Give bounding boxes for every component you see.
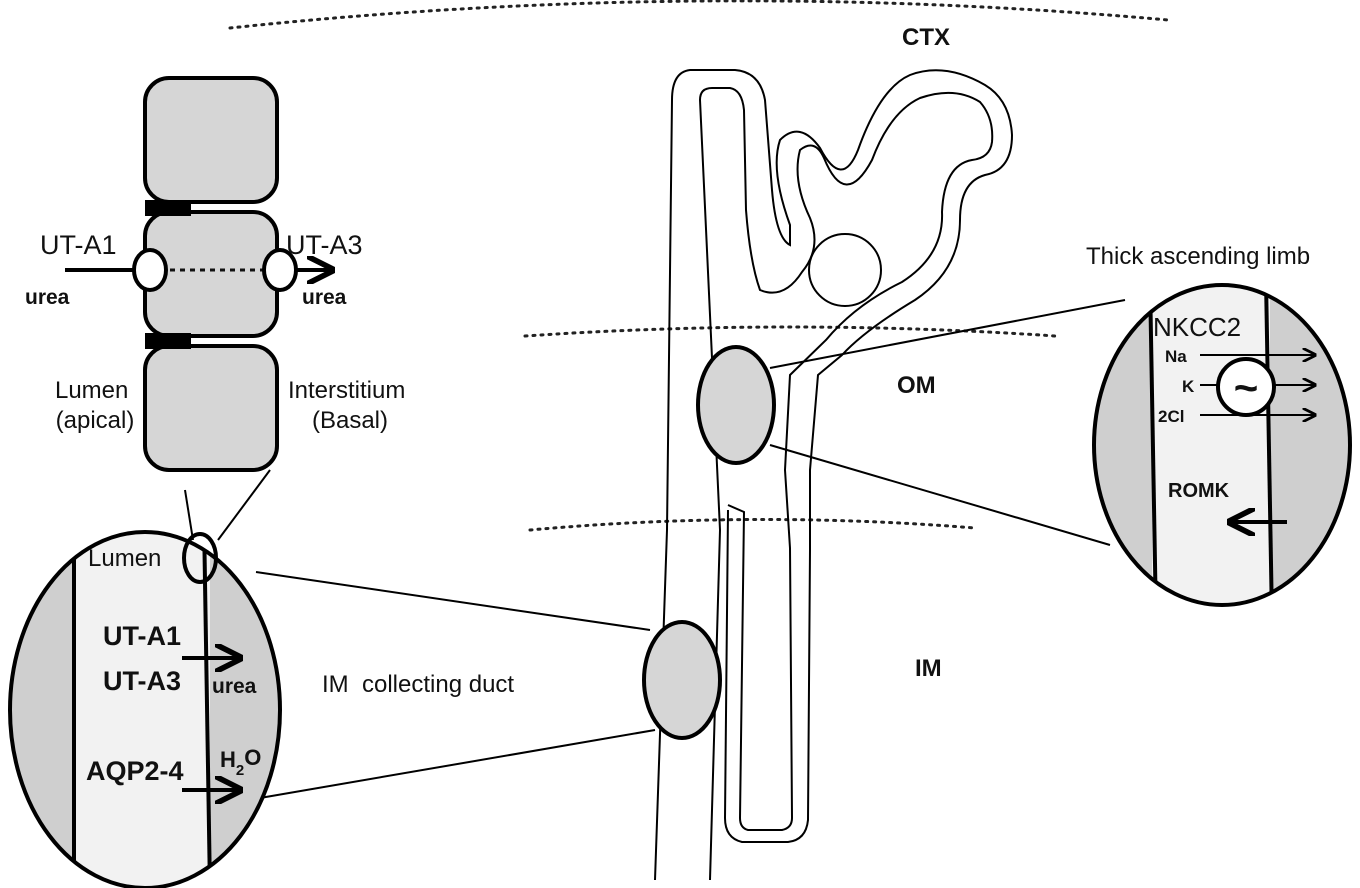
- connector-line: [218, 470, 270, 540]
- collecting-duct-zoom-marker: [644, 622, 720, 738]
- zone-label-om: OM: [897, 372, 936, 399]
- cotransport-symbol: ~: [1234, 364, 1259, 411]
- aqp2-4-label: AQP2-4: [86, 756, 184, 786]
- thick-ascending-limb-caption: Thick ascending limb: [1086, 243, 1310, 270]
- connector-line: [185, 490, 193, 540]
- lower-cell: [145, 346, 277, 470]
- connector-line: [256, 572, 650, 630]
- connector-line: [260, 730, 655, 798]
- zone-label-im: IM: [915, 655, 942, 682]
- 2cl-ion-label: 2Cl: [1158, 407, 1184, 426]
- lumen-apical-label: Lumen (apical): [55, 377, 135, 434]
- ut-a3-label: UT-A3: [103, 666, 181, 696]
- tight-junction: [145, 333, 191, 349]
- glomerulus: [809, 234, 881, 306]
- connector-line: [770, 300, 1125, 368]
- na-ion-label: Na: [1165, 347, 1187, 366]
- nkcc2-label: NKCC2: [1153, 312, 1241, 342]
- tight-junction: [145, 200, 191, 216]
- collecting-duct-panel: Lumen UT-A1 UT-A3 urea AQP2-4 H2O: [0, 520, 300, 888]
- urea-label: urea: [212, 675, 257, 698]
- im-collecting-duct-caption: IM collecting duct: [322, 671, 514, 698]
- k-ion-label: K: [1182, 377, 1195, 396]
- lumen-label: Lumen: [88, 545, 161, 572]
- basal-urea-label: urea: [302, 286, 347, 309]
- cortex-boundary-line: [230, 1, 1168, 28]
- ut-a1-label: UT-A1: [103, 621, 181, 651]
- ut-a1-transporter: [134, 250, 166, 290]
- epithelial-cell-panel: UT-A1 UT-A3 urea urea Lumen (apical) Int…: [25, 78, 412, 470]
- thick-limb-zoom-marker: [698, 347, 774, 463]
- zone-label-ctx: CTX: [902, 24, 950, 51]
- nephron-tubule: [655, 70, 1012, 880]
- ut-a1-label: UT-A1: [40, 230, 117, 260]
- apical-urea-label: urea: [25, 286, 70, 309]
- connector-line: [770, 445, 1110, 545]
- interstitium-basal-label: Interstitium (Basal): [288, 377, 412, 434]
- inner-medulla-boundary-line: [530, 519, 975, 530]
- upper-cell: [145, 78, 277, 202]
- ut-a3-label: UT-A3: [286, 230, 363, 260]
- thick-limb-panel: NKCC2 Na K 2Cl ~ ROMK: [1090, 280, 1360, 620]
- romk-label: ROMK: [1168, 480, 1230, 502]
